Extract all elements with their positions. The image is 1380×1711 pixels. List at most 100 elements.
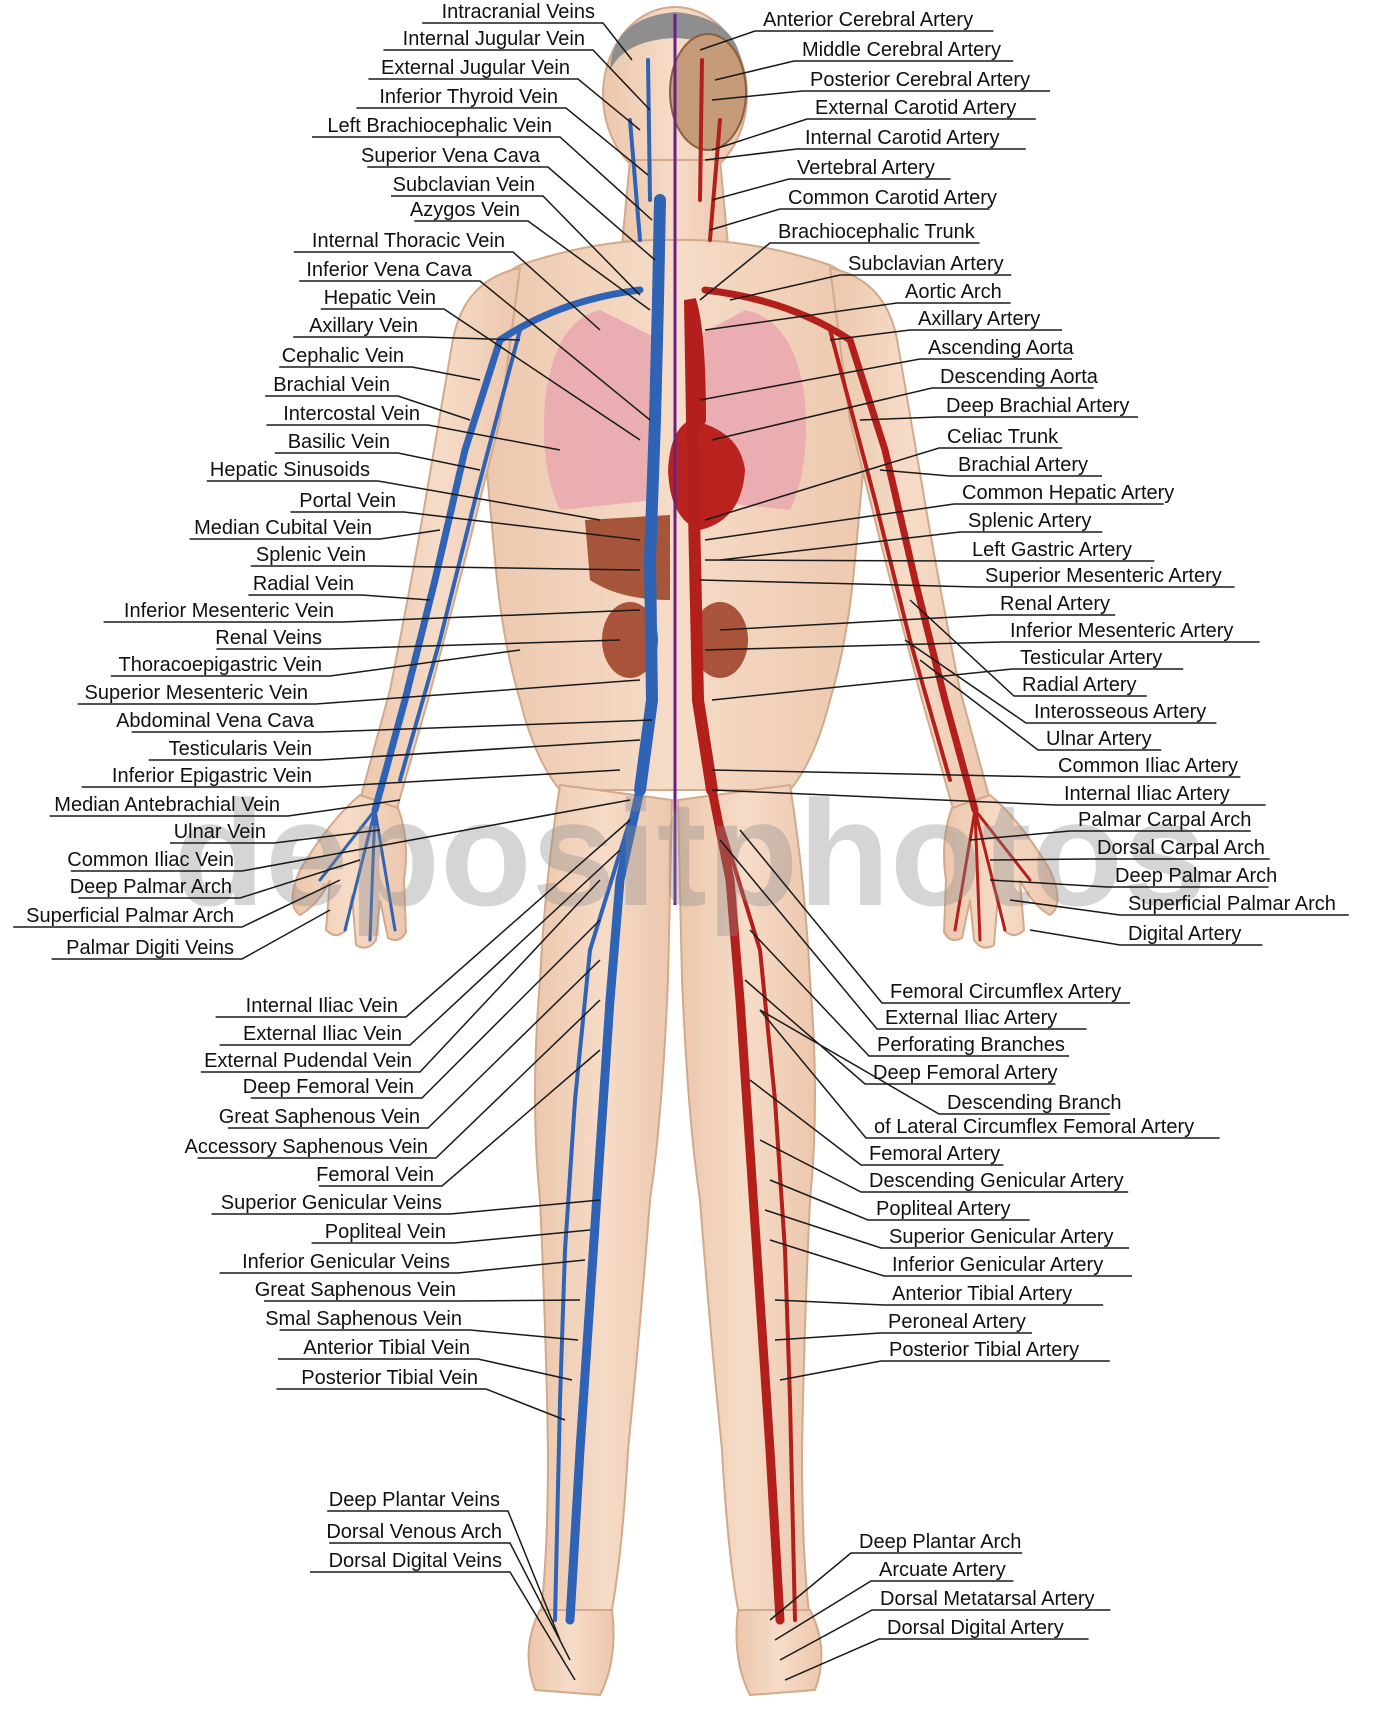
right-label: Deep Femoral Artery xyxy=(873,1062,1058,1084)
left-label: Hepatic Sinusoids xyxy=(210,459,370,481)
left-label: Posterior Tibial Vein xyxy=(301,1367,478,1389)
right-label: Middle Cerebral Artery xyxy=(802,39,1001,61)
right-label: Deep Palmar Arch xyxy=(1115,865,1277,887)
left-label: External Jugular Vein xyxy=(381,57,570,79)
right-label: Posterior Tibial Artery xyxy=(889,1339,1079,1361)
right-label: Common Hepatic Artery xyxy=(962,482,1174,504)
brain xyxy=(670,34,746,150)
left-label: Superior Mesenteric Vein xyxy=(85,682,308,704)
left-label: Radial Vein xyxy=(253,573,354,595)
right-label: Inferior Genicular Artery xyxy=(892,1254,1103,1276)
right-label: Axillary Artery xyxy=(918,308,1040,330)
right-label: Descending Branch xyxy=(947,1092,1122,1114)
right-label: Left Gastric Artery xyxy=(972,539,1132,561)
left-label: Basilic Vein xyxy=(288,431,390,453)
left-label: Deep Plantar Veins xyxy=(329,1489,500,1511)
right-label: Descending Aorta xyxy=(940,366,1099,388)
right-label: Anterior Tibial Artery xyxy=(892,1283,1072,1305)
right-label: Dorsal Carpal Arch xyxy=(1097,837,1265,859)
right-label: Deep Brachial Artery xyxy=(946,395,1129,417)
right-label: Brachiocephalic Trunk xyxy=(778,221,976,243)
left-label: Thoracoepigastric Vein xyxy=(119,654,322,676)
right-label: Femoral Circumflex Artery xyxy=(890,981,1121,1003)
left-label: Ulnar Vein xyxy=(174,821,266,843)
left-label: Cephalic Vein xyxy=(282,345,404,367)
left-label: Inferior Thyroid Vein xyxy=(379,86,558,108)
right-label: Descending Genicular Artery xyxy=(869,1170,1124,1192)
left-label: External Pudendal Vein xyxy=(204,1050,412,1072)
right-label: Testicular Artery xyxy=(1020,647,1162,669)
left-label: Great Saphenous Vein xyxy=(255,1279,456,1301)
left-label: Great Saphenous Vein xyxy=(219,1106,420,1128)
right-label: Ulnar Artery xyxy=(1046,728,1152,750)
right-label: Dorsal Metatarsal Artery xyxy=(880,1588,1095,1610)
left-label: Common Iliac Vein xyxy=(67,849,234,871)
right-label: Popliteal Artery xyxy=(876,1198,1011,1220)
right-label: Ascending Aorta xyxy=(928,337,1075,359)
left-leader-line xyxy=(276,1389,565,1420)
left-label: Internal Thoracic Vein xyxy=(312,230,505,252)
left-label: Subclavian Vein xyxy=(393,174,535,196)
left-label: Left Brachiocephalic Vein xyxy=(327,115,552,137)
left-label: Internal Iliac Vein xyxy=(246,995,398,1017)
watermark: depositphotos xyxy=(173,769,1206,937)
left-label: Palmar Digiti Veins xyxy=(66,937,234,959)
left-label: Inferior Genicular Veins xyxy=(242,1251,450,1273)
right-label: Splenic Artery xyxy=(968,510,1091,532)
right-label: Superficial Palmar Arch xyxy=(1128,893,1336,915)
right-label: Internal Iliac Artery xyxy=(1064,783,1230,805)
left-label: Intercostal Vein xyxy=(283,403,420,425)
left-label: Dorsal Venous Arch xyxy=(326,1521,502,1543)
right-leader-line xyxy=(780,1361,1110,1380)
right-label: Superior Mesenteric Artery xyxy=(985,565,1222,587)
left-label: Deep Femoral Vein xyxy=(243,1076,414,1098)
right-label: Arcuate Artery xyxy=(879,1559,1006,1581)
left-label: Portal Vein xyxy=(299,490,396,512)
right-label: Dorsal Digital Artery xyxy=(887,1617,1064,1639)
left-label: Superficial Palmar Arch xyxy=(26,905,234,927)
right-label: Interosseous Artery xyxy=(1034,701,1206,723)
left-label: Brachial Vein xyxy=(273,374,390,396)
left-label: Renal Veins xyxy=(215,627,322,649)
right-label: Common Iliac Artery xyxy=(1058,755,1238,777)
left-label: Intracranial Veins xyxy=(442,1,595,23)
right-label: Posterior Cerebral Artery xyxy=(810,69,1030,91)
right-label: Digital Artery xyxy=(1128,923,1241,945)
right-label: Deep Plantar Arch xyxy=(859,1531,1021,1553)
right-label: Brachial Artery xyxy=(958,454,1088,476)
right-label: Celiac Trunk xyxy=(947,426,1059,448)
right-label: Femoral Artery xyxy=(869,1143,1000,1165)
left-label: Accessory Saphenous Vein xyxy=(185,1136,429,1158)
right-label: Radial Artery xyxy=(1022,674,1137,696)
left-label: External Iliac Vein xyxy=(243,1023,402,1045)
right-label: External Iliac Artery xyxy=(885,1007,1057,1029)
left-label: Abdominal Vena Cava xyxy=(116,710,315,732)
right-label: Renal Artery xyxy=(1000,593,1110,615)
right-leader-line xyxy=(785,1639,1089,1680)
right-label: Superior Genicular Artery xyxy=(889,1226,1114,1248)
left-label: Inferior Epigastric Vein xyxy=(112,765,312,787)
left-label: Testicularis Vein xyxy=(169,738,312,760)
left-label: Median Cubital Vein xyxy=(194,517,372,539)
right-label: Anterior Cerebral Artery xyxy=(763,9,973,31)
left-label: Internal Jugular Vein xyxy=(403,28,585,50)
left-label: Inferior Mesenteric Vein xyxy=(124,600,334,622)
left-label: Deep Palmar Arch xyxy=(70,876,232,898)
left-label: Inferior Vena Cava xyxy=(306,259,473,281)
left-label: Superior Genicular Veins xyxy=(221,1192,442,1214)
right-label: Inferior Mesenteric Artery xyxy=(1010,620,1233,642)
right-label: Internal Carotid Artery xyxy=(805,127,1000,149)
left-label: Axillary Vein xyxy=(309,315,418,337)
left-label: Superior Vena Cava xyxy=(361,145,541,167)
left-label: Median Antebrachial Vein xyxy=(54,794,280,816)
left-label: Popliteal Vein xyxy=(325,1221,446,1243)
left-label: Azygos Vein xyxy=(410,199,520,221)
left-label: Femoral Vein xyxy=(316,1164,434,1186)
left-label: Smal Saphenous Vein xyxy=(265,1308,462,1330)
right-label: Peroneal Artery xyxy=(888,1311,1026,1333)
right-label: Aortic Arch xyxy=(905,281,1002,303)
left-label: Anterior Tibial Vein xyxy=(303,1337,470,1359)
left-label: Dorsal Digital Veins xyxy=(329,1550,502,1572)
